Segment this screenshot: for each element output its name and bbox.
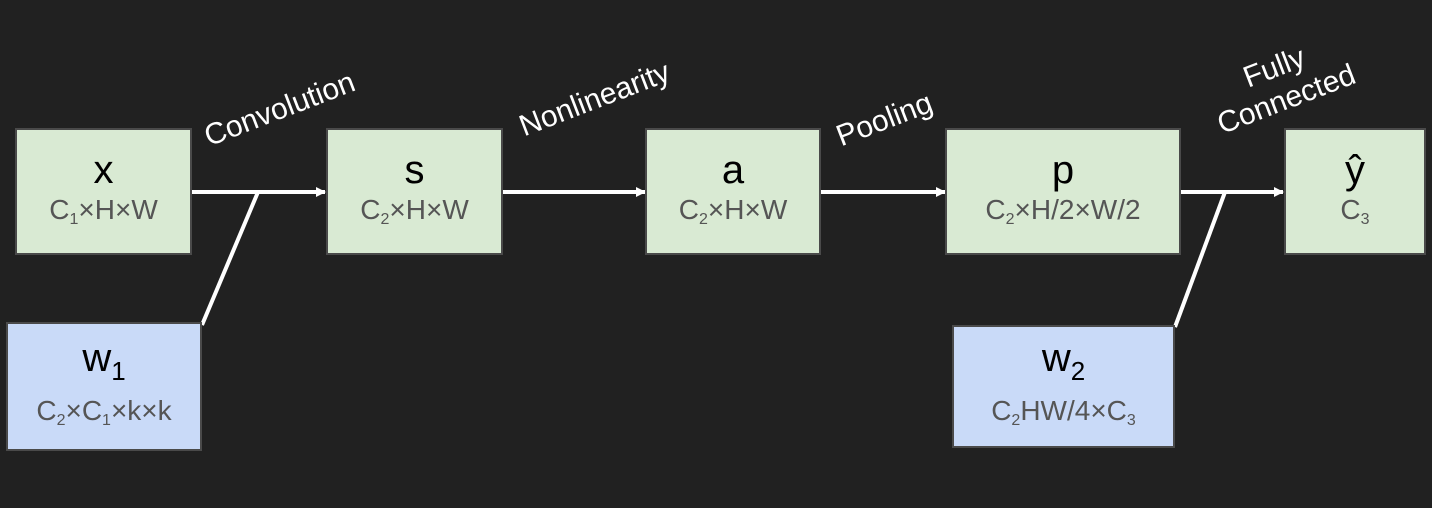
node-p-dims: C2×H/2×W/2 (985, 193, 1141, 228)
node-w1-name: w1 (82, 336, 126, 386)
node-a-dims: C2×H×W (678, 193, 788, 228)
node-y-hat: ŷ C3 (1284, 128, 1426, 255)
node-a: a C2×H×W (645, 128, 821, 255)
node-y-hat-name: ŷ (1345, 147, 1365, 192)
node-a-name: a (721, 147, 745, 192)
node-w1-dims: C2×C1×k×k (36, 395, 172, 429)
node-w2-name: w2 (1041, 336, 1086, 386)
node-p-name: p (1051, 147, 1075, 192)
node-s-dims: C2×H×W (360, 193, 469, 228)
node-x-name: x (93, 147, 114, 192)
line-w1-join (200, 191, 260, 326)
node-p: p C2×H/2×W/2 (945, 128, 1181, 255)
node-x-dims: C1×H×W (49, 193, 158, 228)
line-w2-join (1173, 191, 1227, 328)
node-y-hat-dims: C3 (1340, 193, 1370, 228)
node-s-name: s (404, 147, 425, 192)
node-w1: w1 C2×C1×k×k (6, 322, 202, 451)
node-w2-dims: C2HW/4×C3 (991, 395, 1136, 429)
node-w2: w2 C2HW/4×C3 (952, 325, 1175, 448)
node-s: s C2×H×W (326, 128, 503, 255)
node-x: x C1×H×W (15, 128, 192, 255)
